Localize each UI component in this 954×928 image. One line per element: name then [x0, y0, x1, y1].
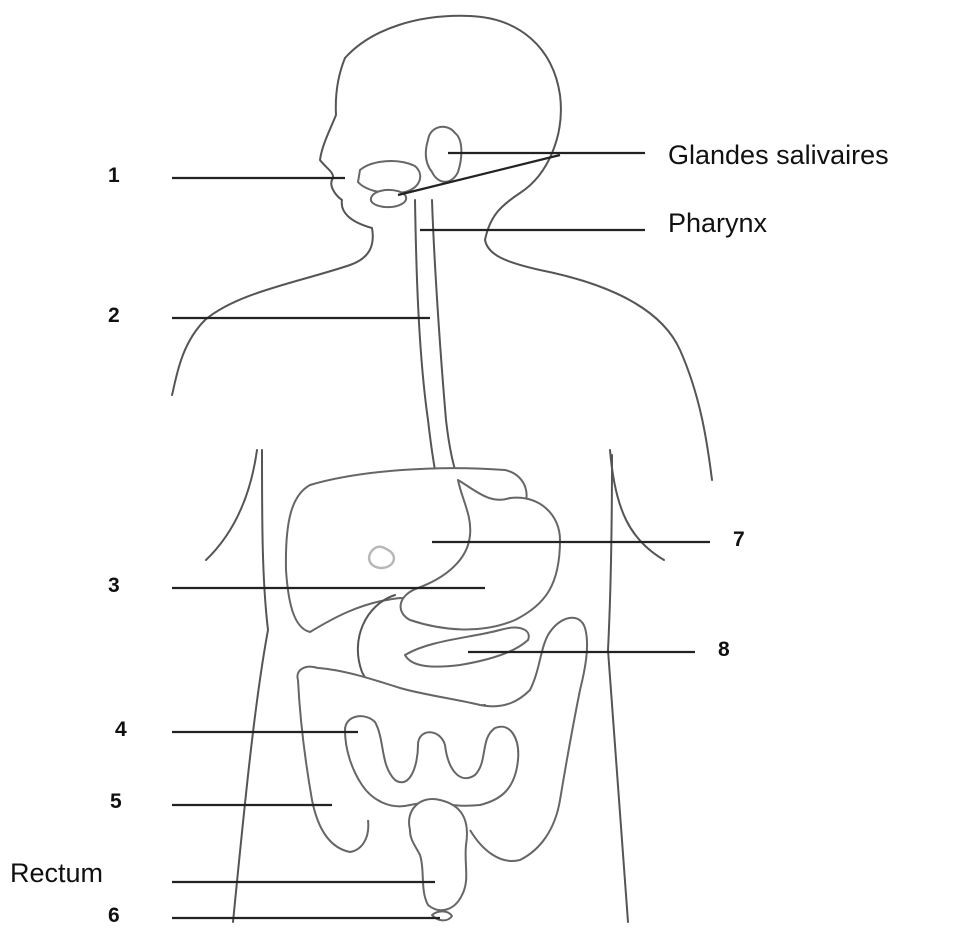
label-8: 8 [718, 638, 730, 662]
right-torso-outline [610, 450, 664, 560]
tongue [358, 161, 420, 193]
label-1: 1 [108, 164, 120, 188]
label-rectum: Rectum [10, 858, 103, 889]
label-pharynx: Pharynx [668, 208, 767, 239]
label-glandes-salivaires: Glandes salivaires [668, 140, 889, 171]
leader-line-glandes-b [398, 155, 560, 195]
salivary-gland-submandibular [371, 190, 406, 207]
esophagus [415, 200, 458, 495]
face-profile [172, 58, 373, 395]
head-outline [345, 16, 712, 480]
label-7: 7 [733, 528, 745, 552]
label-6: 6 [108, 904, 120, 928]
label-4: 4 [115, 718, 127, 742]
left-body-side [233, 450, 268, 922]
rectum-organ [409, 799, 467, 910]
pancreas [405, 628, 529, 667]
salivary-gland-parotid [426, 127, 462, 182]
right-body-side [608, 455, 628, 922]
label-2: 2 [108, 304, 120, 328]
left-torso-outline [206, 450, 257, 560]
label-5: 5 [110, 790, 122, 814]
label-3: 3 [108, 574, 120, 598]
